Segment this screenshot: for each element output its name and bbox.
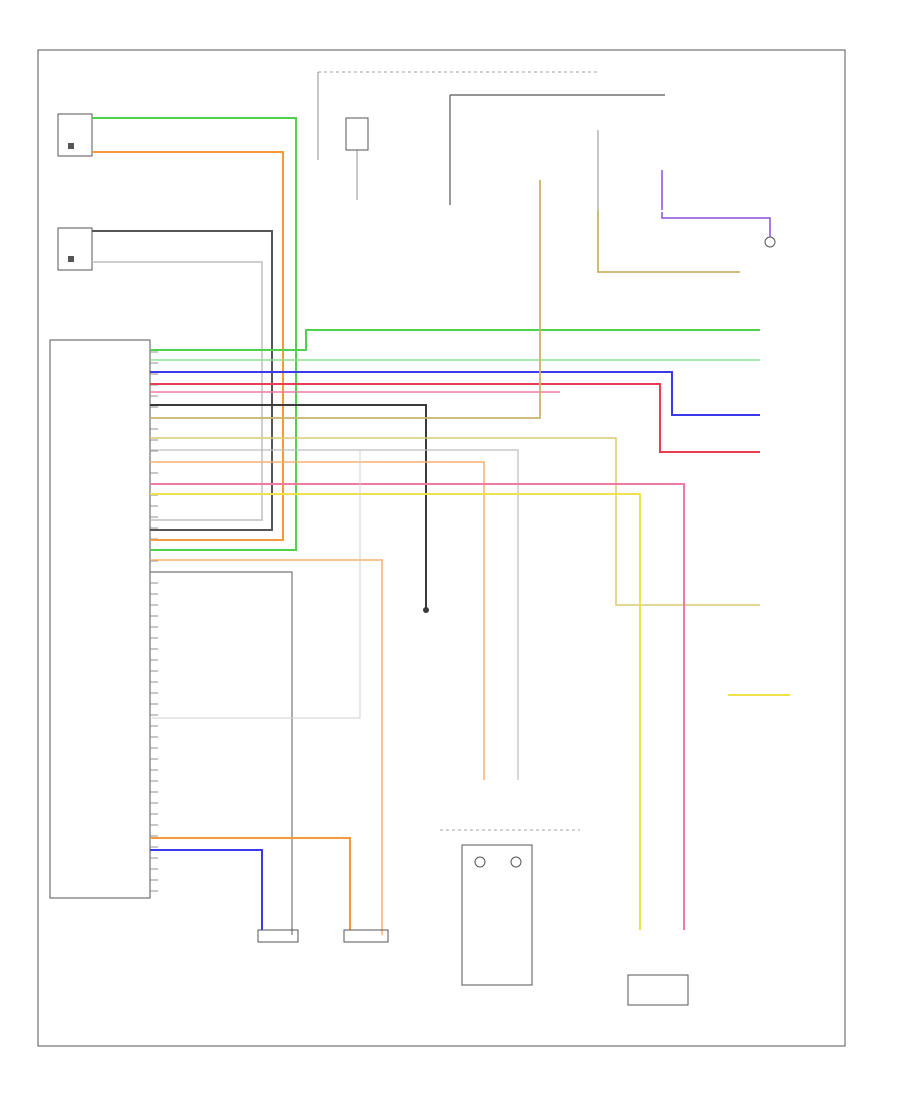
wire-yellow-passenger <box>150 493 641 930</box>
wire-red <box>150 383 760 453</box>
wire-tan <box>150 180 541 419</box>
passenger-pretensioner-terminal <box>68 256 74 262</box>
wire-tan-upper <box>597 210 740 273</box>
wire-white-middle <box>150 450 361 719</box>
ignition-switch <box>345 117 369 151</box>
wire-pink-passenger <box>150 483 685 930</box>
passenger-seat-connector <box>257 929 299 943</box>
wire-white-passenger-pretensioner <box>92 261 263 521</box>
wire-black-connector-node <box>423 607 429 613</box>
indicator-lamp <box>764 236 776 248</box>
wire-orange-seat <box>150 559 383 935</box>
control-unit-pin-ticks <box>150 351 158 892</box>
wire-orange-lower <box>150 837 351 930</box>
wire-green-driver-pretensioner <box>92 117 297 551</box>
driver-airbag-squib-2 <box>510 856 522 868</box>
wire-blue-lower <box>150 849 263 930</box>
driver-pretensioner-terminal <box>68 143 74 149</box>
driver-pretensioner-box <box>57 113 93 157</box>
wire-violet <box>661 212 771 237</box>
wire-blue <box>150 371 760 416</box>
wire-gray-seat <box>150 571 293 935</box>
driver-airbag-module <box>461 844 533 986</box>
srs-control-unit <box>49 339 151 899</box>
wire-green-right-connector <box>150 329 760 351</box>
wire-black-to-connector <box>150 404 427 610</box>
passenger-airbag-module <box>627 974 689 1006</box>
diagram-frame <box>37 49 846 1047</box>
wire-orange <box>150 461 485 780</box>
driver-airbag-squib-1 <box>474 856 486 868</box>
wire-white <box>150 449 519 780</box>
wire-orange-driver-pretensioner <box>92 151 284 541</box>
wire-gray-yellow <box>150 437 760 606</box>
passenger-pretensioner-box <box>57 227 93 271</box>
wire-black-passenger-pretensioner <box>92 230 273 531</box>
driver-seat-connector <box>343 929 389 943</box>
